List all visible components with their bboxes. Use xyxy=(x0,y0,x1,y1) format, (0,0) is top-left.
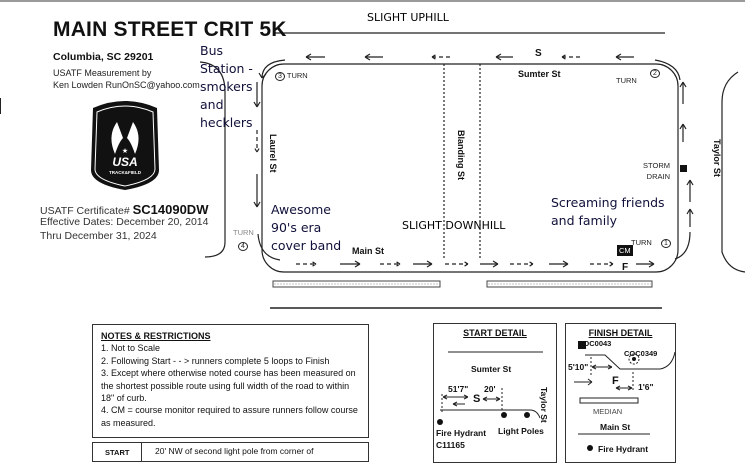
notes-box: NOTES & RESTRICTIONS 1. Not to Scale 2. … xyxy=(92,324,369,438)
finish-marker: F xyxy=(622,262,629,273)
finish-detail-ref2: COC0349 xyxy=(624,349,658,358)
start-detail-marker: S xyxy=(473,393,481,405)
note-item: 2. Following Start - - > runners complet… xyxy=(101,355,330,366)
certificate-number: SC14090DW xyxy=(132,202,209,217)
start-detail-hydrant: Fire Hydrant xyxy=(436,428,487,438)
storm-drain-marker xyxy=(680,165,687,172)
start-row-label: START xyxy=(105,448,130,457)
note-item: 3. Except where otherwise noted course h… xyxy=(101,368,356,404)
cover-band-annotation: Awesome 90's era cover band xyxy=(271,202,342,253)
finish-detail-hydrant: Fire Hydrant xyxy=(598,444,649,454)
start-detail-drawing xyxy=(440,351,543,419)
turn-2-number: 2 xyxy=(650,69,660,78)
finish-detail-ref1: COC0043 xyxy=(578,339,612,348)
bus-station-annotation: Bus Station - smokers and hecklers xyxy=(200,43,253,130)
storm-drain-label: STORM DRAIN xyxy=(643,161,670,181)
turn-1-label: TURN xyxy=(631,238,652,247)
start-detail-hydrant-id: C11165 xyxy=(436,440,465,450)
note-item: 1. Not to Scale xyxy=(101,343,161,354)
usatf-logo: ★ USA TRACK&FIELD xyxy=(91,101,159,190)
finish-detail-heading: FINISH DETAIL xyxy=(588,328,653,338)
svg-text:USA: USA xyxy=(112,155,137,169)
course-monitor-badge: CM xyxy=(617,245,633,256)
effective-dates: Effective Dates: December 20, 2014 xyxy=(40,216,209,228)
sumter-arrows xyxy=(305,53,634,61)
start-detail-points xyxy=(437,412,530,425)
turn-4-number: 4 xyxy=(238,242,248,251)
course-loop xyxy=(261,63,679,273)
note-item: 4. CM = course monitor required to assur… xyxy=(101,405,358,428)
finish-detail-street: Main St xyxy=(600,422,631,432)
start-row: START 20' NW of second light pole from c… xyxy=(92,442,369,462)
start-detail-side-street: Taylor St xyxy=(539,387,549,423)
coc0349-marker xyxy=(632,357,636,361)
finish-detail-box: FINISH DETAIL COC0043 COC0349 5'10" F 1'… xyxy=(565,323,676,463)
notes-heading: NOTES & RESTRICTIONS xyxy=(101,331,211,341)
start-detail-street: Sumter St xyxy=(471,364,512,374)
turn-3-number: 3 xyxy=(275,72,285,81)
location: Columbia, SC 29201 xyxy=(53,51,154,63)
main-st-label: Main St xyxy=(352,246,385,256)
finish-detail-dist1: 5'10" xyxy=(568,362,589,372)
start-detail-box: START DETAIL Sumter St Taylor St 51'7" 2… xyxy=(433,323,557,463)
measurer: Ken Lowden RunOnSC@yahoo.com xyxy=(53,80,200,90)
laurel-arrows xyxy=(253,59,286,261)
start-detail-dist1: 51'7" xyxy=(448,384,469,394)
finish-detail-median: MEDIAN xyxy=(593,407,623,416)
left-curb xyxy=(199,61,226,258)
taylor-curb xyxy=(721,71,745,273)
turn-2-label: TURN xyxy=(616,76,637,85)
main-arrows xyxy=(296,260,655,268)
course-map: ★ USA TRACK&FIELD xyxy=(0,32,745,451)
start-detail-dist2: 20' xyxy=(484,384,496,394)
page-title: MAIN STREET CRIT 5K xyxy=(53,18,287,41)
sumter-st-label: Sumter St xyxy=(518,69,561,79)
taylor-arrows xyxy=(654,59,694,260)
finish-detail-drawing xyxy=(574,351,676,435)
finish-detail-marker: F xyxy=(612,375,619,387)
turn-1-number: 1 xyxy=(661,239,671,248)
certificate-label: USATF Certificate# xyxy=(40,205,130,217)
coc0043-marker xyxy=(578,341,586,349)
blanding-st-label: Blanding St xyxy=(456,130,466,180)
turn-3-label: TURN xyxy=(286,71,308,80)
friends-annotation: Screaming friends and family xyxy=(551,195,665,228)
start-marker: S xyxy=(535,48,542,59)
thru-date: Thru December 31, 2024 xyxy=(40,230,157,242)
certificate: USATF Certificate# SC14090DW xyxy=(40,202,208,217)
downhill-label: SLIGHT DOWNHILL xyxy=(402,219,506,232)
fire-hydrant-legend-dot xyxy=(587,445,593,451)
finish-detail-dist2: 1'6" xyxy=(638,382,654,392)
turn-4-label: TURN xyxy=(233,228,254,237)
start-detail-heading: START DETAIL xyxy=(463,328,527,338)
start-detail-poles: Light Poles xyxy=(498,426,544,436)
svg-text:TRACK&FIELD: TRACK&FIELD xyxy=(109,170,142,175)
measurement-by: USATF Measurement by xyxy=(53,68,152,78)
turn-3: 3 TURN xyxy=(275,71,308,81)
uphill-label: SLIGHT UPHILL xyxy=(367,11,449,24)
laurel-st-label: Laurel St xyxy=(268,134,278,173)
start-row-desc: 20' NW of second light pole from corner … xyxy=(155,446,314,456)
taylor-st-label: Taylor St xyxy=(712,139,722,177)
svg-text:★: ★ xyxy=(122,147,128,155)
